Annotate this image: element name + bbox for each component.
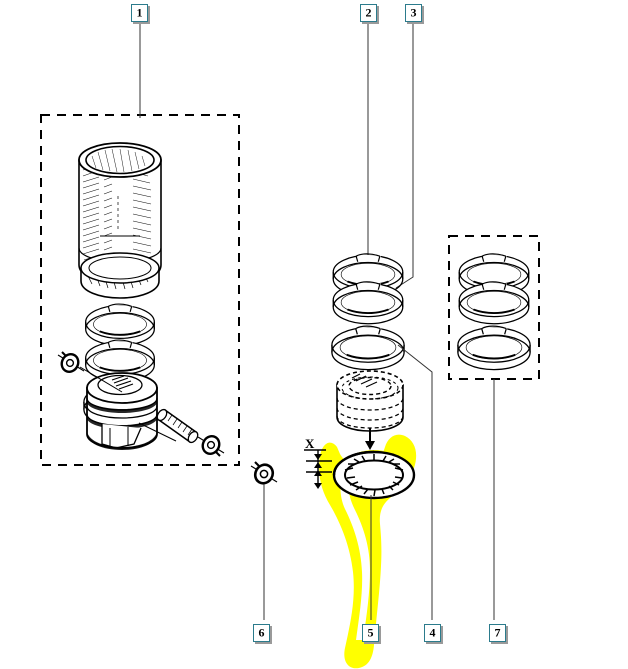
oil-ring-expander [336, 370, 404, 450]
oil-control-ring-highlighted [332, 450, 416, 500]
leader-line-circlip-b [138, 422, 177, 442]
leader-line-4 [397, 344, 433, 620]
callout-1-label: 1 [136, 5, 143, 20]
callout-5[interactable]: 5 [362, 624, 379, 642]
callout-3-label: 3 [410, 5, 417, 20]
callout-7[interactable]: 7 [489, 624, 506, 642]
circlip [57, 351, 85, 373]
piston-pin [156, 408, 199, 444]
callout-2-label: 2 [365, 5, 372, 20]
piston-pin-circlip [250, 461, 278, 485]
callout-4-label: 4 [429, 625, 436, 640]
callout-5-label: 5 [367, 625, 374, 640]
callout-4[interactable]: 4 [424, 624, 441, 642]
piston [86, 372, 158, 450]
highlight-inner-gap [340, 470, 370, 640]
circlip [197, 435, 225, 457]
callout-7-label: 7 [494, 625, 501, 640]
dimension-x-label: X [305, 436, 315, 451]
callout-2[interactable]: 2 [360, 4, 377, 22]
cylinder-liner [78, 142, 162, 299]
callout-3[interactable]: 3 [405, 4, 422, 22]
callout-6-label: 6 [258, 625, 265, 640]
callout-1[interactable]: 1 [131, 4, 148, 22]
dimension-x [304, 449, 332, 489]
callout-6[interactable]: 6 [253, 624, 270, 642]
leader-line-circlip-a [79, 366, 123, 393]
